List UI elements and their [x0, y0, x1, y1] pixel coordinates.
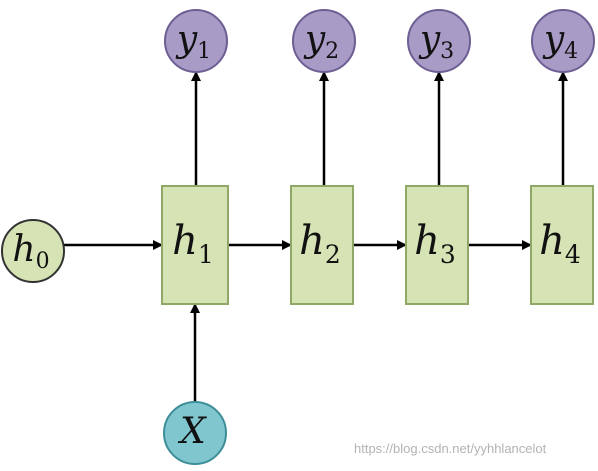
output-node-y1: y1 — [164, 9, 228, 73]
node-label-h4: h4 — [539, 218, 581, 269]
node-label-X: X — [177, 411, 207, 452]
output-node-y2: y2 — [292, 9, 356, 73]
edges — [64, 71, 568, 402]
node-label-h2: h2 — [299, 218, 341, 269]
hidden-state-box-h3 — [405, 185, 469, 305]
hidden-state-node-h3: h3 — [405, 185, 469, 305]
nodes: h1 h2 h3 h4 y1 y2 y3 y4 h0X — [1, 9, 595, 465]
node-label-y3: y3 — [418, 19, 454, 64]
output-circle-y1 — [164, 9, 228, 73]
output-circle-y3 — [407, 9, 471, 73]
hidden-state-node-h1: h1 — [161, 185, 229, 305]
node-label-h3: h3 — [414, 218, 456, 269]
hidden-state-box-h1 — [161, 185, 229, 305]
node-label-y4: y4 — [542, 19, 578, 64]
output-node-y3: y3 — [407, 9, 471, 73]
input-node-h0: h0 — [1, 219, 65, 283]
hidden-state-node-h4: h4 — [530, 185, 594, 305]
hidden-state-box-h4 — [530, 185, 594, 305]
watermark-text: https://blog.csdn.net/yyhhlancelot — [354, 441, 547, 456]
input-circle-X — [163, 401, 227, 465]
hidden-state-box-h2 — [290, 185, 354, 305]
node-label-h1: h1 — [172, 218, 214, 269]
node-label-h0: h0 — [12, 229, 49, 274]
output-circle-y4 — [531, 9, 595, 73]
input-node-X: X — [163, 401, 227, 465]
output-circle-y2 — [292, 9, 356, 73]
input-circle-h0 — [1, 219, 65, 283]
output-node-y4: y4 — [531, 9, 595, 73]
hidden-state-node-h2: h2 — [290, 185, 354, 305]
node-label-y2: y2 — [303, 19, 339, 64]
node-label-y1: y1 — [175, 19, 211, 64]
